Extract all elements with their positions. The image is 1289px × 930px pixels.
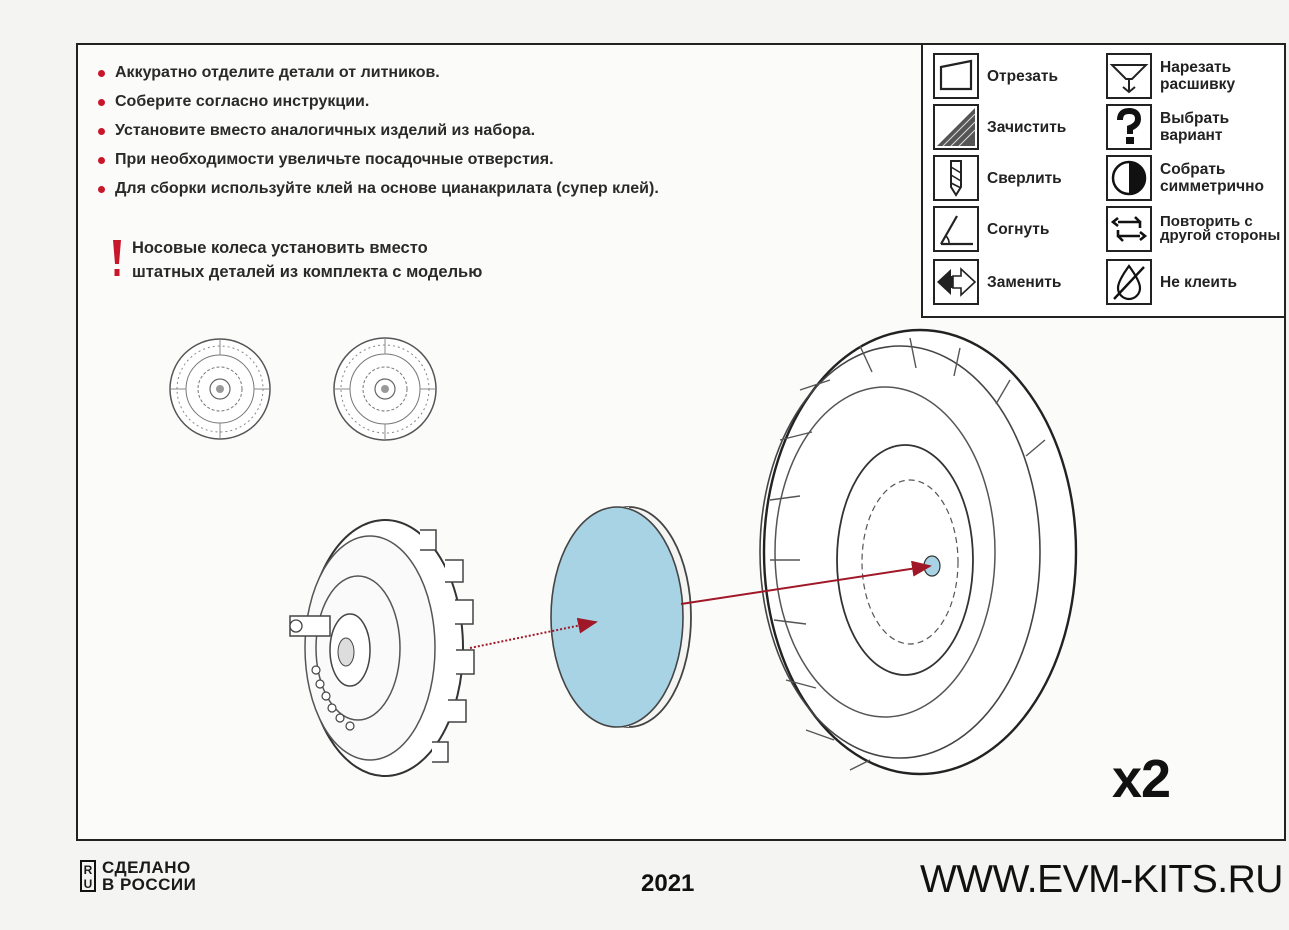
legend-label: Нарезать расшивку [1160,59,1236,93]
quantity-label: x2 [1112,749,1171,809]
exclamation-icon [113,240,121,276]
legend-label: Заменить [987,273,1062,291]
website-label: WWW.EVM-KITS.RU [920,858,1283,901]
tire-wheel-part [759,328,1078,776]
scribe-icon [1106,53,1152,99]
paint-mask-disc [550,506,692,728]
replace-icon [933,259,979,305]
instruction-item: Для сборки используйте клей на основе ци… [95,176,659,205]
repeat-other-side-icon [1106,206,1152,252]
sand-icon [933,104,979,150]
badge-letter: U [83,877,93,891]
legend-label: Не клеить [1160,273,1237,291]
symbol-legend: Отрезать Зачистить Сверлить Согнуть Заме… [921,43,1286,318]
made-in-russia-text: СДЕЛАНО В РОССИИ [102,859,302,893]
made-line: В РОССИИ [102,875,197,894]
legend-label: Сверлить [987,169,1062,187]
instruction-item: Аккуратно отделите детали от литников. [95,60,659,89]
wheel-thumbnail-left [169,338,271,440]
badge-letter: R [83,863,93,877]
bend-icon [933,206,979,252]
no-glue-icon [1106,259,1152,305]
legend-label: Зачистить [987,118,1067,136]
legend-label: Повторить с другой стороны [1160,213,1281,244]
warning-line: штатных деталей из комплекта с моделью [132,263,483,281]
warning-text: Носовые колеса установить вместо штатных… [132,236,572,284]
made-line: СДЕЛАНО [102,858,191,877]
instruction-item: Установите вместо аналогичных изделий из… [95,118,659,147]
symmetric-icon [1106,155,1152,201]
year-label: 2021 [641,870,695,897]
warning-line: Носовые колеса установить вместо [132,239,428,257]
wheel-hub-part [289,519,475,777]
legend-label: Отрезать [987,67,1058,85]
wheel-thumbnail-right [333,337,437,441]
legend-label: Собрать симметрично [1160,161,1264,195]
assembly-arrow [680,560,932,605]
assembly-arrow [469,617,598,649]
choose-option-icon [1106,104,1152,150]
instruction-item: При необходимости увеличьте посадочные о… [95,147,659,176]
cut-icon [933,53,979,99]
instruction-item: Соберите согласно инструкции. [95,89,659,118]
legend-label: Выбрать вариант [1160,110,1230,144]
ru-badge: R U [80,860,96,892]
legend-label: Согнуть [987,220,1050,238]
drill-icon [933,155,979,201]
instruction-list: Аккуратно отделите детали от литников. С… [95,60,659,205]
